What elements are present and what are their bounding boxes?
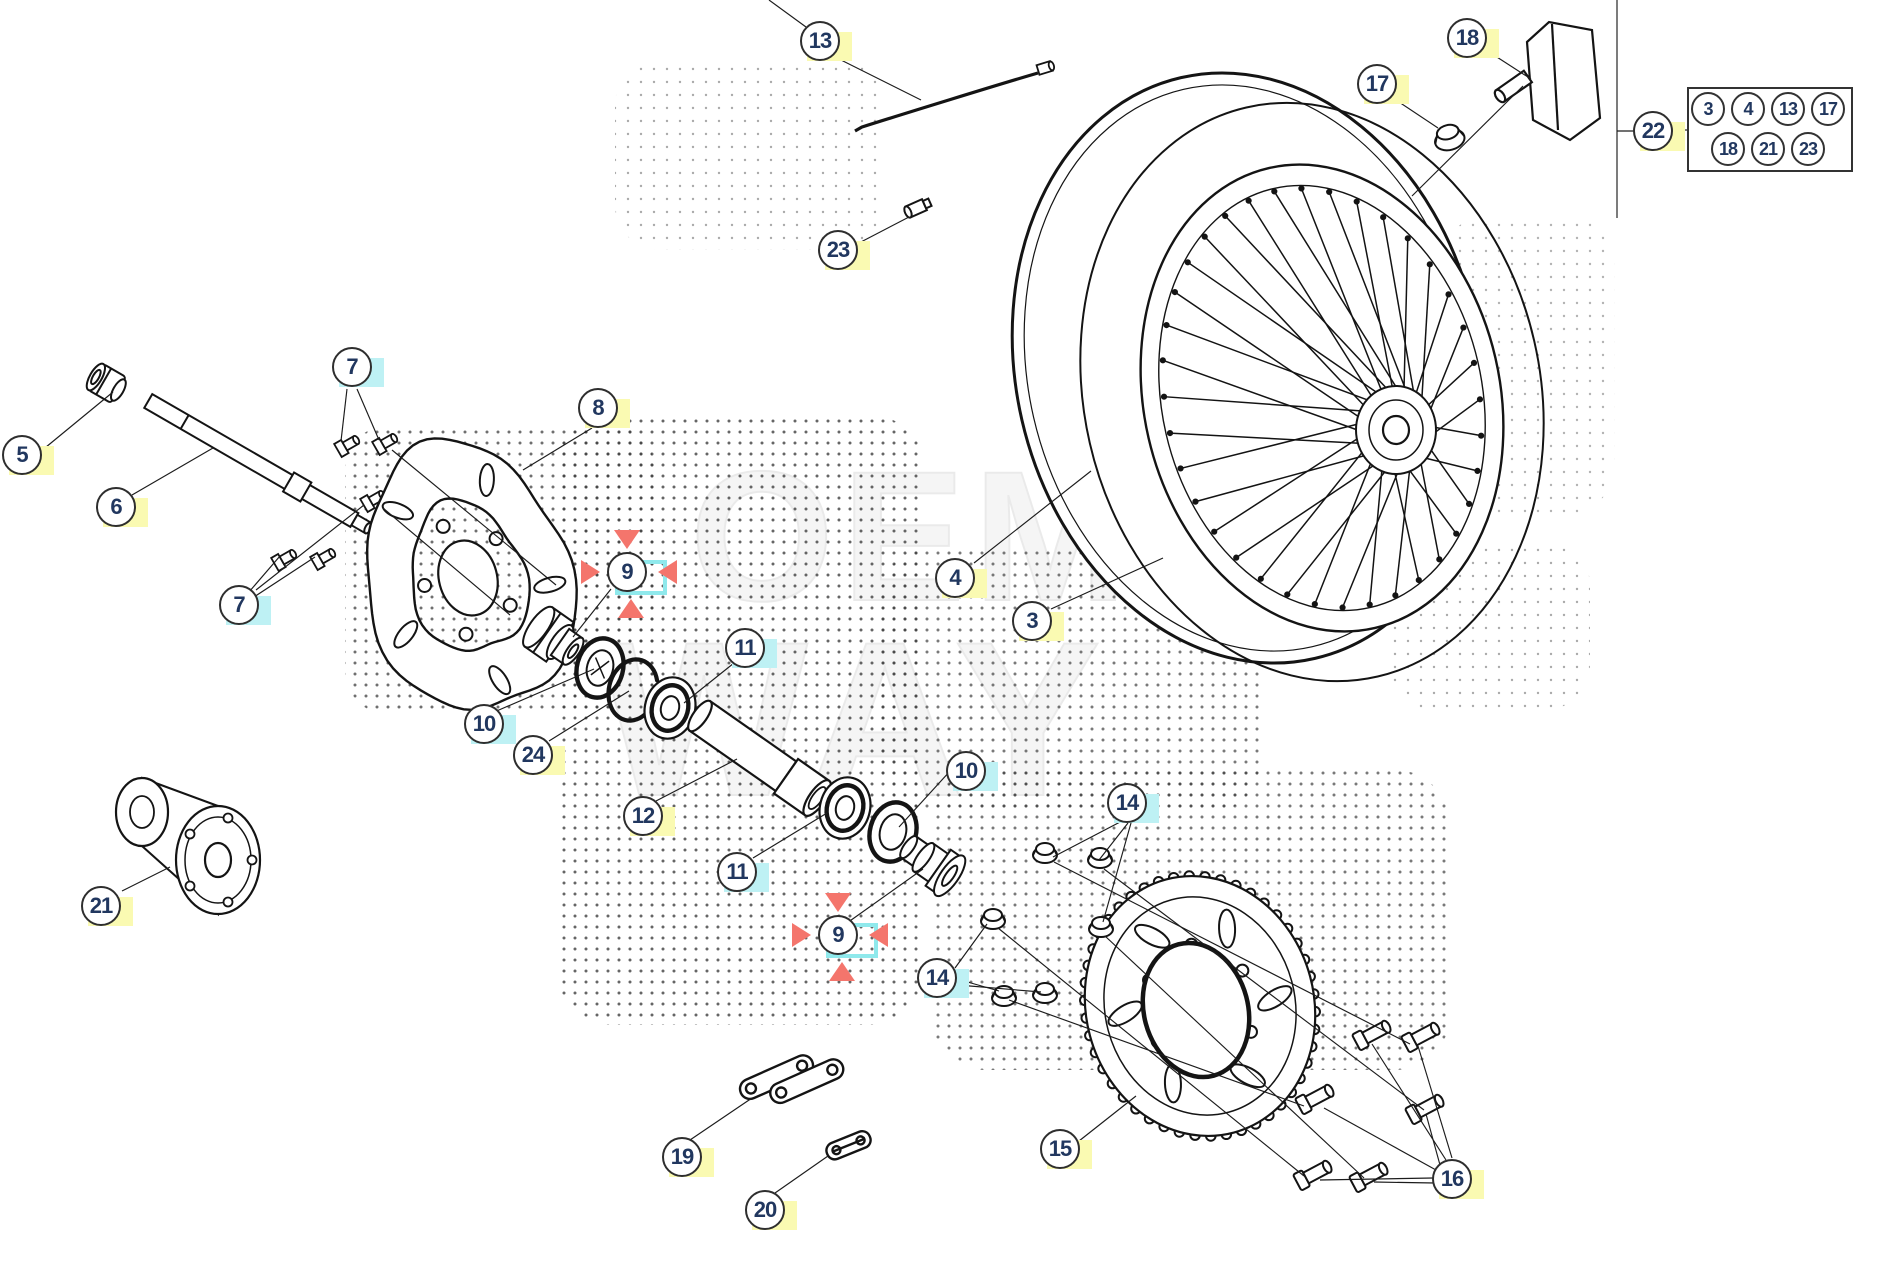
callout-4[interactable]: 4: [935, 558, 987, 598]
selection-arrow-down: [829, 962, 855, 981]
axle-nut: [85, 362, 127, 403]
selection-arrow-down: [618, 599, 644, 618]
callout-9-lower[interactable]: 9: [792, 893, 888, 981]
legend-callout-4[interactable]: 4: [1731, 92, 1765, 126]
callout-17[interactable]: 17: [1357, 64, 1409, 104]
circlip: [606, 657, 660, 723]
callout-19[interactable]: 19: [662, 1137, 714, 1177]
callout-11-lower[interactable]: 11: [717, 852, 769, 892]
callout-7-upper[interactable]: 7: [332, 347, 384, 387]
chain-link: [738, 1054, 845, 1105]
callout-24[interactable]: 24: [513, 735, 565, 775]
legend-callout-13[interactable]: 13: [1771, 92, 1805, 126]
sprocket-bolts: [1292, 1019, 1445, 1193]
rear-axle: [142, 392, 374, 535]
callout-18[interactable]: 18: [1447, 18, 1499, 58]
brake-disc-bolts: [269, 432, 399, 573]
callout-15[interactable]: 15: [1040, 1129, 1092, 1169]
callout-14-lower[interactable]: 14: [917, 958, 969, 998]
wheel-hub: [114, 776, 262, 917]
legend-callout-18[interactable]: 18: [1711, 132, 1745, 166]
rim-lock: [1493, 20, 1602, 142]
bearing-right: [818, 776, 872, 840]
master-link: [825, 1129, 872, 1161]
legend-callout-3[interactable]: 3: [1691, 92, 1725, 126]
callout-8[interactable]: 8: [578, 388, 630, 428]
selection-arrow-left: [792, 923, 811, 947]
rim-lock-nut: [1434, 123, 1466, 152]
callout-9-upper[interactable]: 9: [581, 530, 677, 618]
callout-11-upper[interactable]: 11: [725, 628, 777, 668]
callout-20[interactable]: 20: [745, 1190, 797, 1230]
callout-7-lower[interactable]: 7: [219, 585, 271, 625]
legend-box: 3 4 13 17 18 21 23: [1687, 87, 1853, 172]
callout-12[interactable]: 12: [623, 796, 675, 836]
selection-arrow-left: [581, 560, 600, 584]
spacer-bushing-right: [899, 835, 967, 898]
legend-callout-23[interactable]: 23: [1791, 132, 1825, 166]
rear-wheel: [1010, 71, 1545, 683]
legend-callout-17[interactable]: 17: [1811, 92, 1845, 126]
callout-10-lower[interactable]: 10: [946, 751, 998, 791]
callout-3[interactable]: 3: [1012, 601, 1064, 641]
leader-lines: [39, 0, 1687, 1194]
callout-16[interactable]: 16: [1432, 1159, 1484, 1199]
callout-21[interactable]: 21: [81, 886, 133, 926]
callout-5[interactable]: 5: [2, 435, 54, 475]
callout-10-upper[interactable]: 10: [464, 704, 516, 744]
spoke: [854, 60, 1056, 133]
callout-6[interactable]: 6: [96, 487, 148, 527]
selection-arrow-up: [825, 893, 851, 912]
callout-22[interactable]: 22: [1633, 111, 1685, 151]
spacer-tube: [687, 699, 832, 817]
bearing-left: [643, 676, 697, 740]
selection-arrow-right: [658, 560, 677, 584]
selection-arrow-up: [614, 530, 640, 549]
selection-arrow-right: [869, 923, 888, 947]
callout-23[interactable]: 23: [818, 230, 870, 270]
legend-callout-21[interactable]: 21: [1751, 132, 1785, 166]
spoke-nipple: [903, 197, 933, 219]
callout-14-upper[interactable]: 14: [1107, 783, 1159, 823]
callout-13[interactable]: 13: [800, 21, 852, 61]
